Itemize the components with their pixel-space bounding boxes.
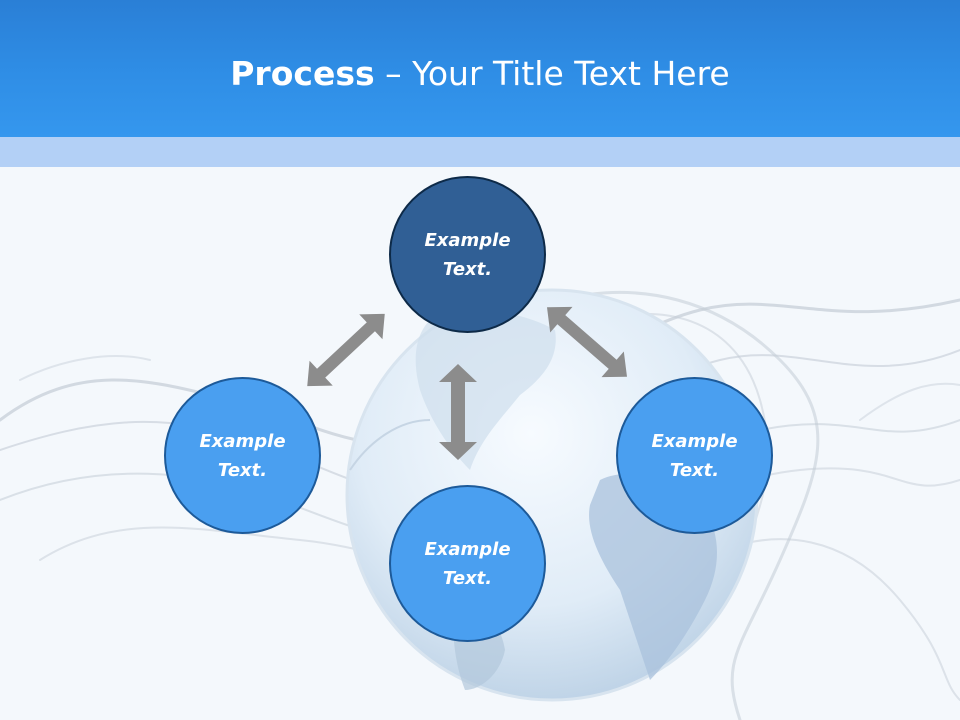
title-rest-part: – Your Title Text Here: [374, 54, 730, 93]
double-arrow-left-top: [307, 313, 385, 387]
double-arrow-top-right: [547, 306, 627, 378]
node-right-label: Example Text.: [651, 430, 738, 481]
slide-title: Process – Your Title Text Here: [0, 52, 960, 96]
node-left-label: Example Text.: [199, 430, 286, 481]
title-bold-part: Process: [230, 54, 375, 93]
process-node-bottom: Example Text.: [389, 485, 546, 642]
process-node-right: Example Text.: [616, 377, 773, 534]
title-bar: Process – Your Title Text Here: [0, 0, 960, 137]
process-node-top: Example Text.: [389, 176, 546, 333]
node-top-label: Example Text.: [424, 229, 511, 280]
header-accent-band: [0, 137, 960, 167]
process-node-left: Example Text.: [164, 377, 321, 534]
node-bottom-label: Example Text.: [424, 538, 511, 589]
double-arrow-center-vertical: [439, 364, 477, 460]
